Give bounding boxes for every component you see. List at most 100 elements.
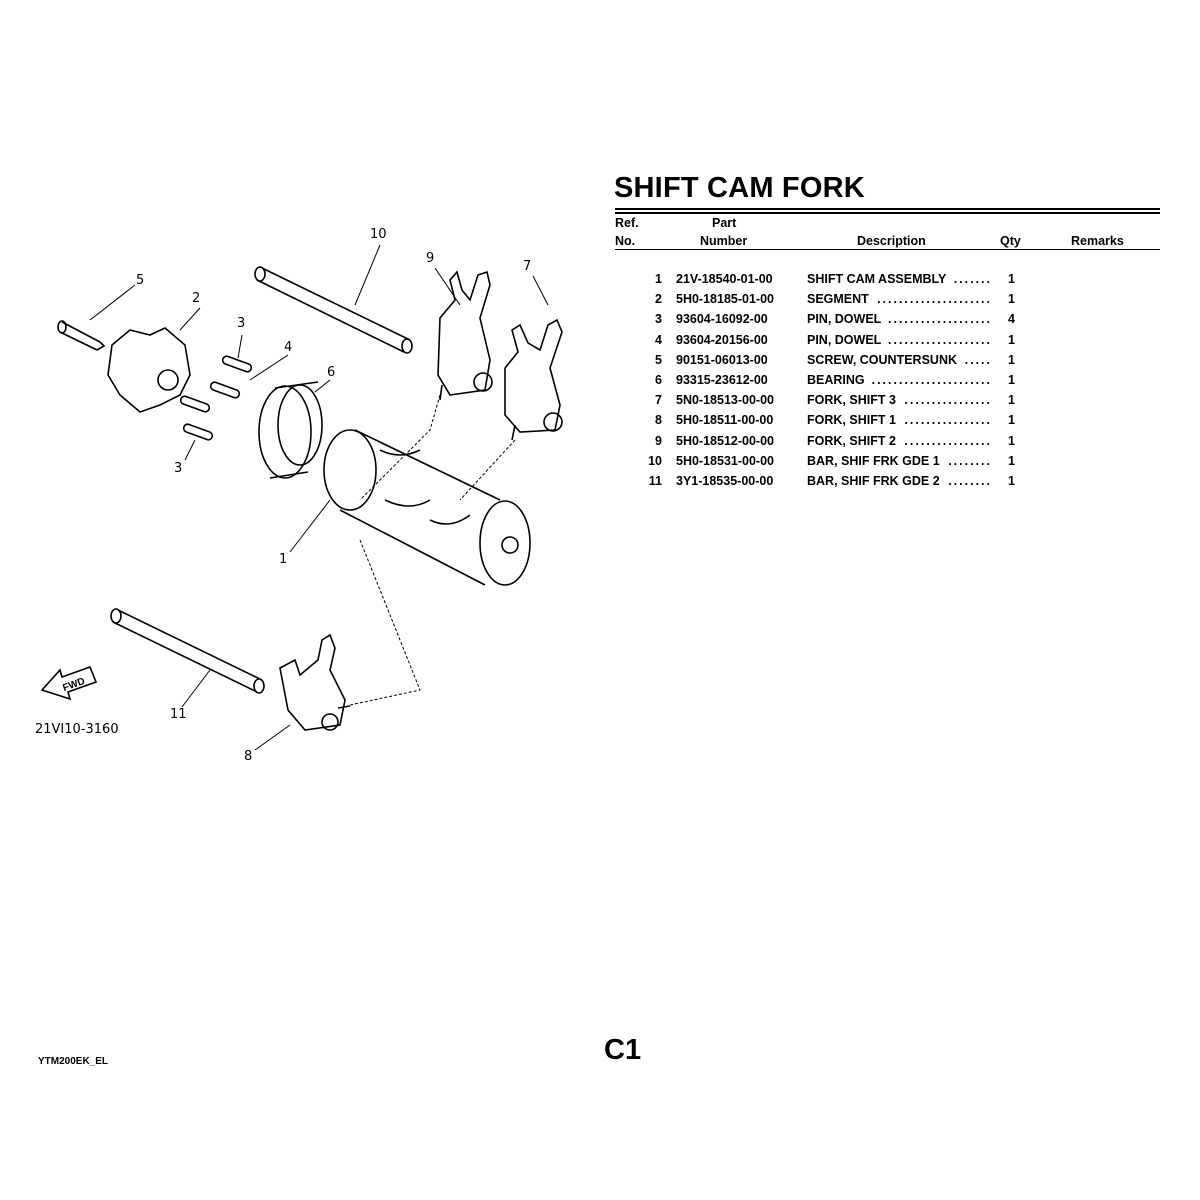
leader-dots: ................ xyxy=(904,433,992,448)
description: FORK, SHIFT 1 xyxy=(807,413,896,428)
part-number: 93315-23612-00 xyxy=(676,373,768,387)
quantity: 1 xyxy=(1008,474,1015,488)
ref-no: 9 xyxy=(655,433,662,448)
description: PIN, DOWEL xyxy=(807,312,882,327)
quantity: 1 xyxy=(1008,393,1015,408)
ref-no: 2 xyxy=(655,292,662,307)
description-cell: SHIFT CAM ASSEMBLY....... xyxy=(807,272,992,286)
table-row: 1 21V-18540-01-00 SHIFT CAM ASSEMBLY......… xyxy=(615,272,1160,292)
forward-arrow-icon: FWD xyxy=(40,665,98,701)
document-code: YTM200EK_EL xyxy=(38,1056,109,1067)
leader-dots: ...................... xyxy=(871,373,992,387)
countersunk-screw xyxy=(57,320,106,351)
page-number: C1 xyxy=(604,1034,642,1066)
header-remarks: Remarks xyxy=(1071,234,1124,248)
header-part-2: Number xyxy=(700,234,748,248)
ref-no: 4 xyxy=(655,332,662,347)
leader-dots: ..................... xyxy=(877,292,992,307)
ref-no: 1 xyxy=(655,272,662,286)
fork-shift-1 xyxy=(279,633,351,731)
segment xyxy=(107,327,191,413)
ref-no: 8 xyxy=(655,413,662,428)
description-cell: PIN, DOWEL................... xyxy=(807,312,992,326)
callout-10: 10 xyxy=(370,227,387,242)
quantity: 1 xyxy=(1008,433,1015,448)
description: SEGMENT xyxy=(807,292,869,307)
ref-no: 7 xyxy=(655,393,662,408)
ref-no: 5 xyxy=(655,352,662,367)
table-row: 2 5H0-18185-01-00 SEGMENT.................… xyxy=(615,292,1160,312)
description-cell: BAR, SHIF FRK GDE 2........ xyxy=(807,474,992,488)
description: SCREW, COUNTERSUNK xyxy=(807,352,958,367)
callout-6: 6 xyxy=(327,365,335,380)
dowel-pins xyxy=(179,355,253,441)
guide-bar-1 xyxy=(254,266,413,354)
quantity: 1 xyxy=(1008,292,1015,307)
part-number: 5H0-18511-00-00 xyxy=(676,413,774,428)
callout-3a: 3 xyxy=(237,316,245,331)
fwd-label: FWD xyxy=(61,676,86,694)
callout-3b: 3 xyxy=(174,461,182,476)
description: FORK, SHIFT 2 xyxy=(807,433,896,448)
part-number: 21V-18540-01-00 xyxy=(676,272,773,286)
header-ref-1: Ref. xyxy=(615,216,639,230)
leader-dots: ................... xyxy=(888,332,992,347)
leader-dots: ................ xyxy=(904,413,992,428)
quantity: 1 xyxy=(1008,352,1015,367)
table-row: 4 93604-20156-00 PIN, DOWEL...............… xyxy=(615,333,1160,353)
description-cell: SEGMENT..................... xyxy=(807,292,992,306)
description: SHIFT CAM ASSEMBLY xyxy=(807,272,947,286)
part-number: 3Y1-18535-00-00 xyxy=(676,474,774,488)
ref-no: 6 xyxy=(655,373,662,387)
part-number: 5H0-18531-00-00 xyxy=(676,453,774,468)
quantity: 1 xyxy=(1008,272,1015,286)
page-title: SHIFT CAM FORK xyxy=(614,172,865,204)
header-part-1: Part xyxy=(712,216,737,230)
leader-dots: ........ xyxy=(948,474,992,488)
title-rule xyxy=(615,208,1160,210)
part-number: 93604-20156-00 xyxy=(676,332,768,347)
description: BAR, SHIF FRK GDE 1 xyxy=(807,453,940,468)
fork-shift-3 xyxy=(504,318,563,441)
quantity: 1 xyxy=(1008,413,1015,428)
header-ref-2: No. xyxy=(615,234,636,248)
table-row: 6 93315-23612-00 BEARING..................… xyxy=(615,373,1160,393)
bearing xyxy=(258,381,323,479)
part-number: 5H0-18512-00-00 xyxy=(676,433,774,448)
callout-11: 11 xyxy=(170,707,187,722)
table-row: 9 5H0-18512-00-00 FORK, SHIFT 2...........… xyxy=(615,434,1160,454)
description: BAR, SHIF FRK GDE 2 xyxy=(807,474,940,488)
description-cell: SCREW, COUNTERSUNK..... xyxy=(807,353,992,367)
ref-no: 3 xyxy=(655,312,662,327)
drawing-code: 21VI10-3160 xyxy=(35,722,119,737)
ref-no: 11 xyxy=(648,474,662,488)
description-cell: BEARING...................... xyxy=(807,373,992,387)
callout-5: 5 xyxy=(136,273,144,288)
part-number: 93604-16092-00 xyxy=(676,312,768,327)
description: BEARING xyxy=(807,373,865,387)
leader-dots: ................... xyxy=(888,312,992,327)
quantity: 1 xyxy=(1008,453,1015,468)
leader-dots: ..... xyxy=(964,352,992,367)
callout-1: 1 xyxy=(279,552,287,567)
description: PIN, DOWEL xyxy=(807,332,882,347)
part-number: 5H0-18185-01-00 xyxy=(676,292,774,307)
quantity: 4 xyxy=(1008,312,1015,327)
description-cell: PIN, DOWEL................... xyxy=(807,333,992,347)
leader-dots: ....... xyxy=(953,272,992,286)
guide-bar-2 xyxy=(110,608,265,694)
ref-no: 10 xyxy=(648,453,662,468)
title-rule-2 xyxy=(615,212,1160,214)
description-cell: FORK, SHIFT 3................ xyxy=(807,393,992,407)
table-row: 8 5H0-18511-00-00 FORK, SHIFT 1...........… xyxy=(615,413,1160,433)
header-description: Description xyxy=(857,234,926,248)
callout-7: 7 xyxy=(523,259,531,274)
shift-cam xyxy=(323,429,531,586)
leader-dots: ................ xyxy=(904,393,992,408)
callout-9: 9 xyxy=(426,251,434,266)
table-row: 3 93604-16092-00 PIN, DOWEL...............… xyxy=(615,312,1160,332)
exploded-parts-diagram: 10 9 7 5 2 3 4 6 3 1 11 8 21VI10-3160 FW… xyxy=(35,227,563,764)
